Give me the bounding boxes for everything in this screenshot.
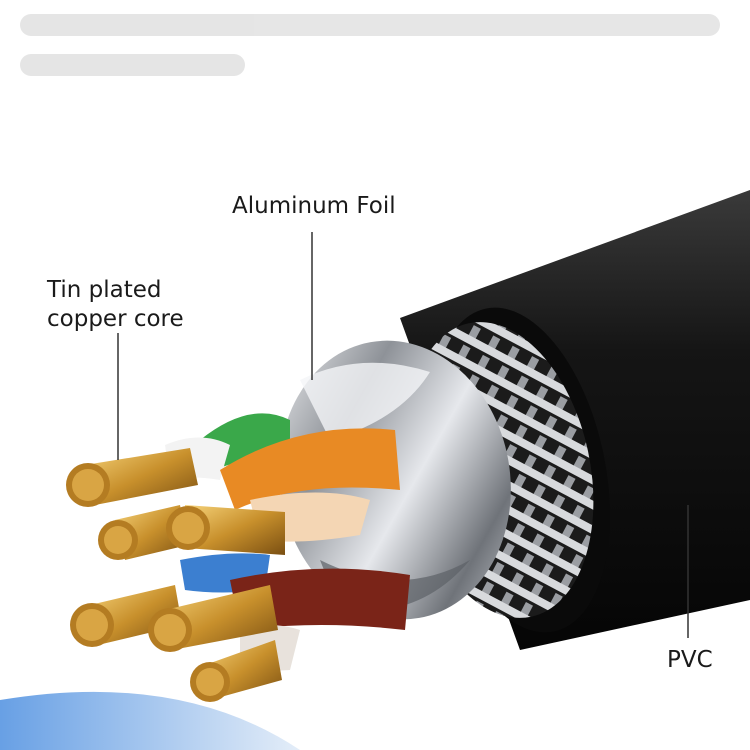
label-tin-line1: Tin plated	[47, 277, 162, 303]
copper-core	[190, 640, 282, 702]
copper-core	[166, 505, 285, 555]
background-blue-band	[0, 691, 300, 750]
copper-cores	[66, 448, 285, 702]
copper-core	[66, 448, 198, 507]
copper-core	[148, 585, 278, 652]
blurred-header-text	[20, 14, 720, 76]
label-tin-plated-copper-core: Tin plated copper core	[47, 276, 184, 334]
label-pvc: PVC	[667, 647, 713, 673]
label-tin-line2: copper core	[47, 306, 184, 332]
label-aluminum-foil: Aluminum Foil	[232, 193, 396, 219]
